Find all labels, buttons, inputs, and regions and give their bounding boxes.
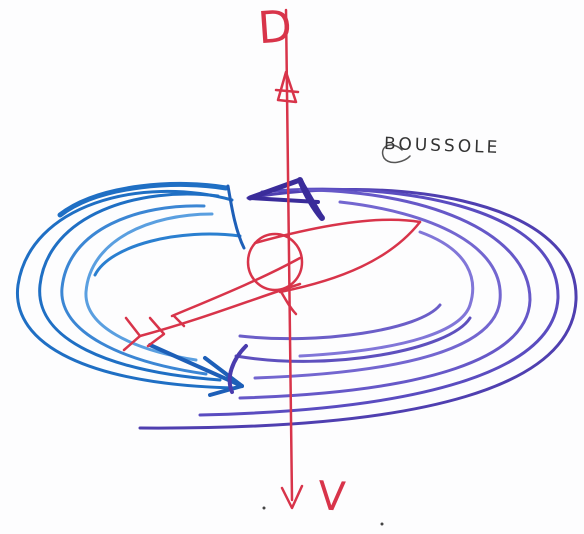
right-swirl-arc	[298, 230, 475, 358]
needle-tail-arrow	[172, 314, 186, 328]
axis-top-arrowhead-bar	[274, 88, 300, 94]
compass-label-hook	[381, 144, 411, 164]
left-swirl-arc	[38, 192, 222, 382]
left-swirl-arc	[84, 212, 214, 362]
left-swirl-arrowhead	[148, 184, 246, 397]
needle-upper-blade	[253, 218, 422, 245]
left-swirl-arc	[57, 181, 229, 218]
right-swirl-arcs	[138, 187, 578, 430]
needle-tail-line	[138, 282, 302, 338]
right-swirl-arc	[138, 187, 578, 430]
right-swirl-arc	[198, 187, 560, 417]
right-swirl-arc	[238, 303, 442, 341]
left-swirl-arc	[15, 189, 238, 390]
right-swirl-arrowhead	[247, 177, 325, 221]
left-swirl-arc	[60, 204, 208, 376]
needle-tail-arrow	[122, 316, 142, 352]
top-label: D	[256, 0, 296, 55]
right-swirl-arc	[253, 200, 502, 380]
needle-tail-arrow	[146, 316, 166, 348]
left-swirl-arc	[93, 232, 242, 277]
compass-label: BOUSSOLE	[383, 133, 501, 159]
needle-base	[278, 288, 298, 316]
axis-bottom-arrowhead	[280, 484, 304, 510]
right-swirl-arc	[227, 344, 248, 394]
right-swirl-arc	[234, 316, 472, 363]
vertical-axis	[274, 8, 304, 510]
ink-dots	[262, 506, 384, 526]
left-swirl-arcs	[15, 181, 242, 390]
needle-tail-line	[170, 256, 302, 318]
right-swirl-arc	[238, 188, 532, 400]
ink-dot	[262, 506, 266, 510]
bottom-label: V	[316, 473, 349, 521]
compass-needle	[122, 218, 422, 352]
axis-top-arrowhead	[276, 70, 298, 104]
needle-lower-blade	[278, 220, 422, 294]
compass-ring	[246, 232, 304, 292]
ink-dot	[380, 522, 384, 526]
